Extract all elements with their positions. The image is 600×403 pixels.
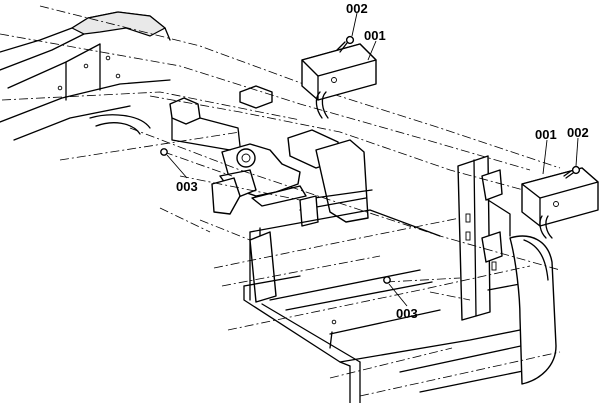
tail-lamp-right [521,167,599,239]
tail-lamp-left [301,43,377,119]
right-fender [509,235,557,385]
screw-right [563,165,581,179]
mounting-post [457,155,521,321]
hitch-assembly [169,85,307,215]
callout-screw-left: 002 [346,1,368,16]
leader-lines [166,12,579,307]
callout-screw-right: 002 [567,125,589,140]
cross-member [243,129,441,311]
screw-left [336,35,355,53]
rear-frame [0,11,171,141]
lower-frame [243,285,531,403]
nut-right [383,276,391,284]
callout-nut-right: 003 [396,306,418,321]
callout-nut-left: 003 [176,179,198,194]
nut-left [160,148,168,156]
callout-lamp-left: 001 [364,28,386,43]
callout-lamp-right: 001 [535,127,557,142]
